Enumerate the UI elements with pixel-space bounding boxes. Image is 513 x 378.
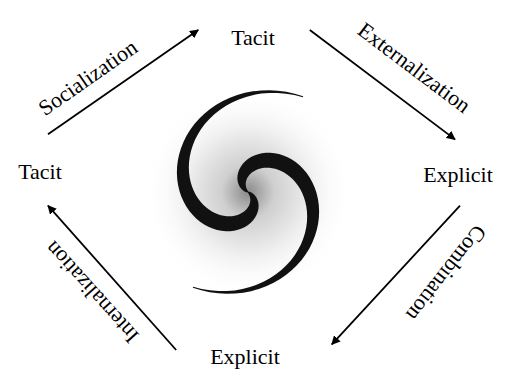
node-label: Tacit bbox=[231, 25, 275, 50]
node-label: Explicit bbox=[423, 162, 493, 187]
knowledge-node: Explicit bbox=[207, 343, 283, 370]
spiral-arm bbox=[177, 90, 303, 231]
process-label: Combination bbox=[400, 219, 492, 328]
node-label: Explicit bbox=[210, 344, 280, 369]
node-label: Tacit bbox=[18, 159, 62, 184]
knowledge-node: Tacit bbox=[228, 24, 278, 51]
knowledge-node: Explicit bbox=[420, 161, 496, 188]
knowledge-node: Tacit bbox=[15, 158, 65, 185]
process-label: Internalization bbox=[39, 235, 145, 349]
spiral-glow bbox=[143, 87, 353, 297]
process-label: Externalization bbox=[351, 17, 476, 120]
process-label: Socialization bbox=[32, 34, 143, 122]
